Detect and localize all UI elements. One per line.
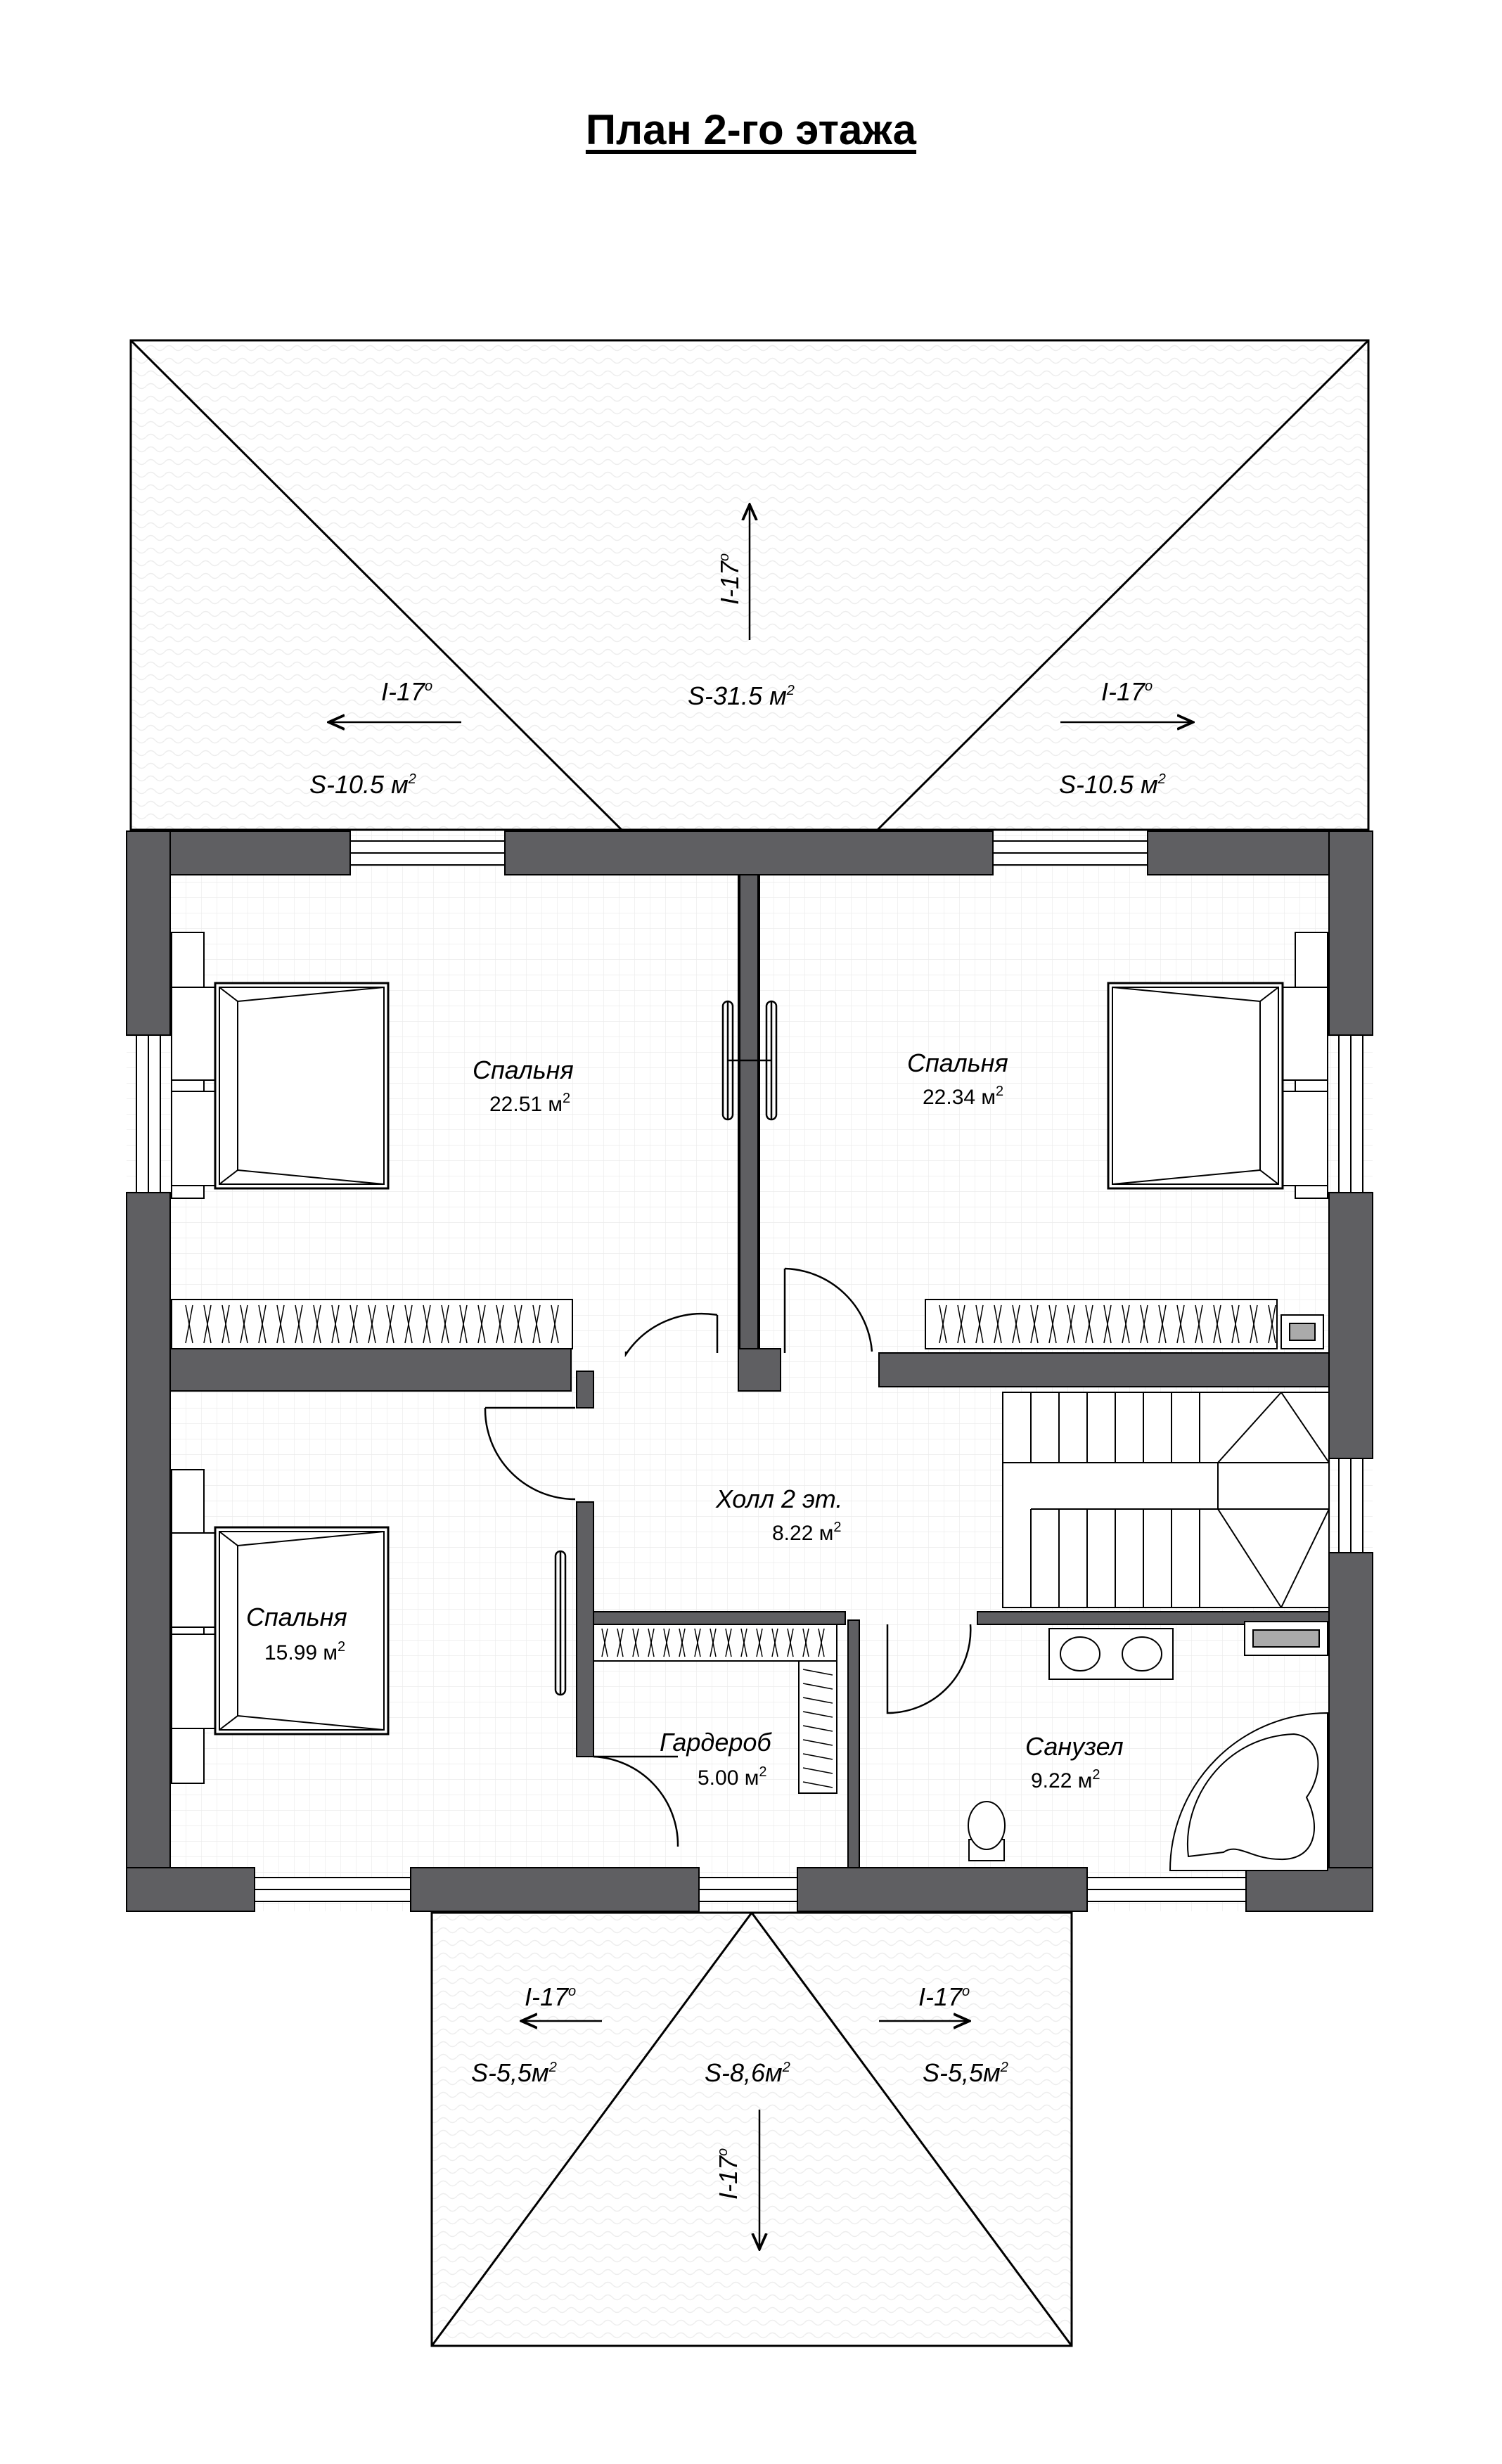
hall-name: Холл 2 эт.	[715, 1484, 842, 1513]
plan-title: План 2-го этажа	[585, 106, 917, 153]
bedroom-2-area: 22.34 м2	[923, 1084, 1003, 1109]
bottom-roof	[430, 1911, 1073, 2347]
furniture	[171, 932, 1330, 1871]
roof-top-area-right: S-10.5 м2	[1059, 770, 1166, 799]
bathroom-name: Санузел	[1025, 1732, 1124, 1761]
wardrobe-area: 5.00 м2	[698, 1764, 766, 1790]
roof-top-area-left: S-10.5 м2	[309, 770, 416, 799]
walls	[126, 830, 1373, 1912]
wardrobe-hatching	[185, 1304, 1276, 1788]
wardrobe-name: Гардероб	[660, 1728, 772, 1757]
roof-labels: I-17o S-31.5 м2 I-17o S-10.5 м2 I-17o S-…	[309, 553, 1166, 2200]
doors	[484, 1000, 972, 1847]
roof-top-slope-left: I-17o	[381, 677, 432, 706]
roof-bottom-area-center: S-8,6м2	[705, 2058, 790, 2087]
hall-area: 8.22 м2	[772, 1520, 841, 1545]
bedroom-1-area: 22.51 м2	[489, 1091, 570, 1116]
bedroom-3-area: 15.99 м2	[264, 1639, 345, 1664]
roof-bottom-slope-center: I-17o	[714, 2148, 743, 2200]
top-roof	[129, 339, 1370, 831]
roof-bottom-area-right: S-5,5м2	[923, 2058, 1008, 2087]
bedroom-3-name: Спальня	[246, 1603, 347, 1631]
roof-top-slope-right: I-17o	[1101, 677, 1153, 706]
roof-bottom-slope-left: I-17o	[525, 1982, 576, 2011]
windows	[136, 840, 1363, 1902]
roof-top-slope-center: I-17o	[715, 553, 744, 605]
bedroom-2-name: Спальня	[907, 1048, 1008, 1077]
roof-top-area-center: S-31.5 м2	[688, 681, 795, 710]
bedroom-1-name: Спальня	[473, 1055, 574, 1084]
bathroom-area: 9.22 м2	[1031, 1767, 1100, 1792]
room-labels: Спальня 22.51 м2 Спальня 22.34 м2 Спальн…	[246, 1048, 1124, 1792]
roof-bottom-slope-right: I-17o	[918, 1982, 970, 2011]
roof-bottom-area-left: S-5,5м2	[471, 2058, 557, 2087]
